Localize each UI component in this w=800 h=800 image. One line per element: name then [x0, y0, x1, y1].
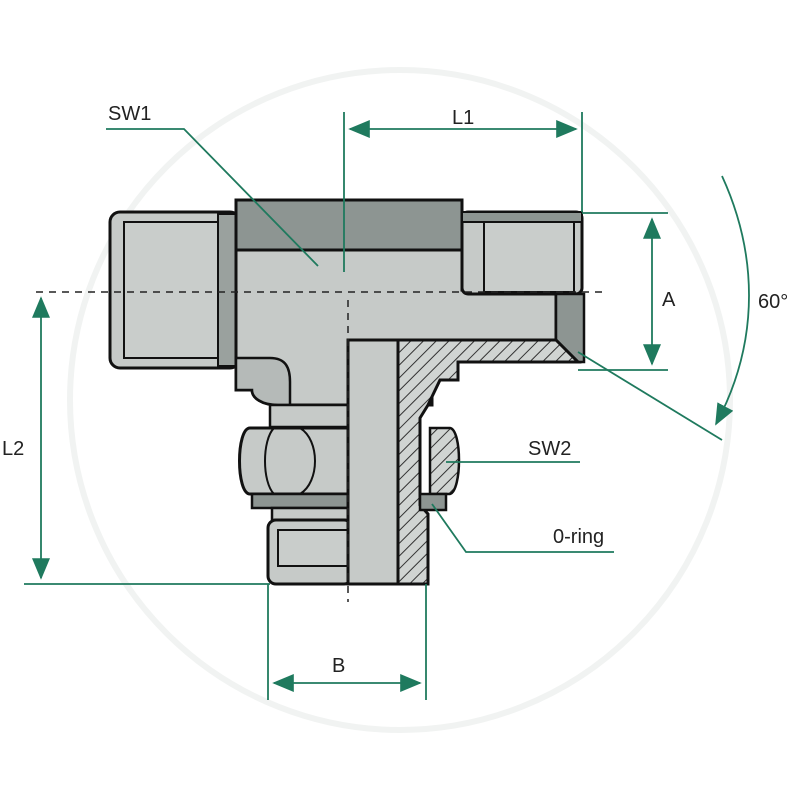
b-label: B	[332, 655, 345, 677]
angle-arc	[715, 175, 750, 426]
angle-label: 60°	[758, 291, 788, 313]
lower-stem	[238, 403, 354, 586]
sw1-label: SW1	[108, 103, 151, 125]
sw1-leader	[106, 128, 319, 267]
l1-label: L1	[452, 107, 474, 129]
dimension-lines	[24, 112, 750, 700]
oring-label: 0-ring	[553, 526, 604, 548]
background-ring	[67, 67, 733, 733]
oring-leader	[431, 503, 614, 553]
sw2-label: SW2	[528, 438, 571, 460]
l2-label: L2	[2, 438, 24, 460]
section-cut	[346, 338, 582, 586]
left-thread-end	[108, 210, 242, 370]
right-thread-end	[460, 210, 586, 364]
a-label: A	[662, 289, 676, 311]
angle-extension	[577, 351, 723, 441]
center-lines	[36, 291, 606, 602]
